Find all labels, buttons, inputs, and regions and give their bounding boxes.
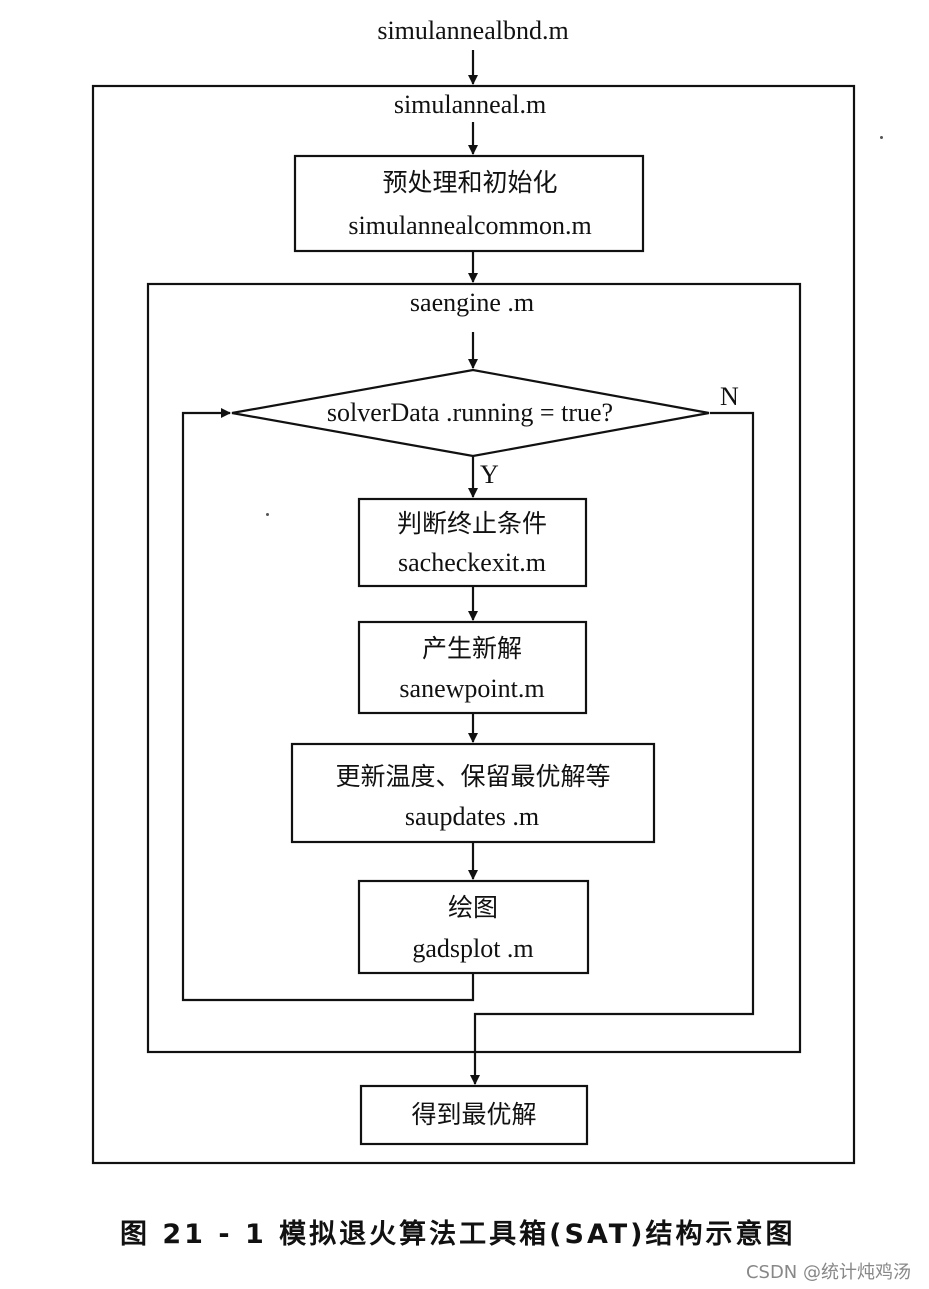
arrow-no-branch	[470, 411, 755, 1085]
entry-file-label: simulannealbnd.m	[377, 16, 569, 45]
no-label: N	[720, 382, 739, 411]
newpoint-file-label: sanewpoint.m	[399, 674, 545, 703]
plot-box	[357, 879, 590, 975]
figure-caption: 图 21 - 1 模拟退火算法工具箱(SAT)结构示意图	[120, 1219, 796, 1250]
update-box	[290, 742, 656, 844]
check-cn-label: 判断终止条件	[396, 509, 548, 538]
outer-title-label: simulanneal.m	[393, 90, 547, 119]
preprocess-file-label: simulannealcommon.m	[348, 211, 592, 240]
preprocess-box	[293, 154, 645, 253]
check-exit-box	[357, 497, 588, 588]
outer-frame-simulanneal	[91, 84, 856, 1165]
yes-label: Y	[480, 460, 499, 489]
check-file-label: sacheckexit.m	[398, 548, 546, 577]
result-box	[359, 1084, 589, 1146]
scan-speck	[266, 513, 269, 516]
newpoint-cn-label: 产生新解	[421, 634, 523, 663]
result-cn-label: 得到最优解	[411, 1100, 537, 1129]
engine-title-label: saengine .m	[409, 288, 535, 317]
arrow-loop-back	[181, 408, 475, 1002]
decision-label: solverData .running = true?	[326, 398, 614, 427]
scan-speck	[880, 136, 883, 139]
preprocess-cn-label: 预处理和初始化	[382, 168, 558, 197]
plot-cn-label: 绘图	[447, 893, 499, 922]
newpoint-box	[357, 620, 588, 715]
update-file-label: saupdates .m	[404, 802, 540, 831]
watermark: CSDN @统计炖鸡汤	[745, 1262, 911, 1283]
plot-file-label: gadsplot .m	[412, 934, 534, 963]
decision-diamond	[231, 368, 710, 458]
update-cn-label: 更新温度、保留最优解等	[335, 762, 611, 791]
